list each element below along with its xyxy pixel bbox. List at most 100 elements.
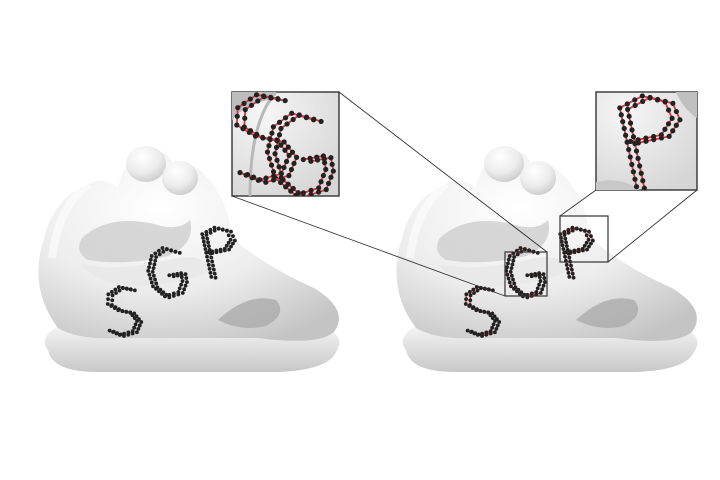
sample-point	[635, 140, 641, 146]
sample-point	[263, 175, 269, 181]
sample-point	[564, 244, 569, 248]
sample-point	[494, 317, 499, 322]
sample-point	[149, 280, 154, 285]
point-letters-left	[105, 225, 237, 338]
sample-point	[469, 329, 474, 334]
sample-point	[468, 293, 473, 298]
sample-point	[268, 95, 274, 101]
sample-point	[567, 274, 572, 279]
sample-point	[208, 227, 213, 232]
sample-point	[515, 252, 520, 257]
sample-point	[475, 288, 480, 293]
sample-point	[662, 98, 668, 104]
sample-point	[136, 317, 141, 322]
sample-point	[241, 100, 247, 106]
sample-point	[157, 252, 162, 257]
sample-point	[226, 233, 231, 238]
sample-point	[561, 247, 566, 251]
sample-point	[308, 187, 314, 193]
sample-point	[578, 227, 583, 232]
sample-point	[475, 307, 479, 312]
sample-point	[146, 268, 151, 273]
sample-point	[587, 229, 591, 234]
sample-point	[543, 280, 547, 284]
sample-point	[525, 273, 530, 278]
sample-point	[562, 233, 567, 237]
sample-point	[229, 244, 233, 249]
sample-point	[132, 288, 137, 293]
sample-point	[506, 276, 511, 281]
sample-point	[203, 247, 208, 251]
sample-point	[670, 128, 676, 134]
sample-point	[171, 274, 176, 279]
sample-point	[281, 139, 287, 145]
sample-point	[318, 118, 324, 125]
sample-point	[571, 275, 576, 280]
sample-point	[639, 93, 645, 99]
sample-point	[472, 291, 476, 295]
sample-point	[629, 127, 635, 133]
sample-point	[620, 119, 626, 125]
sample-point	[673, 122, 679, 128]
sample-point	[134, 330, 139, 335]
sample-point	[640, 98, 646, 105]
sample-point	[587, 244, 591, 249]
sample-point	[655, 96, 661, 103]
sample-point	[155, 285, 160, 290]
sample-point	[300, 190, 307, 196]
sample-point	[237, 170, 243, 176]
inset-p	[595, 91, 698, 191]
sample-point	[582, 243, 587, 248]
sample-point	[529, 274, 534, 279]
sample-point	[630, 134, 637, 140]
panel-left	[38, 146, 339, 372]
sample-point	[222, 248, 227, 253]
sample-point	[153, 251, 158, 256]
sample-point	[523, 247, 527, 251]
sample-point	[328, 174, 334, 180]
sample-point	[283, 158, 290, 165]
sample-point	[129, 287, 133, 292]
sample-point	[321, 160, 328, 166]
sample-point	[627, 120, 634, 126]
sample-point	[177, 286, 182, 291]
sample-point	[512, 255, 517, 259]
sample-point	[122, 334, 126, 338]
sample-point	[643, 138, 649, 144]
sample-point	[125, 286, 129, 291]
sample-point	[563, 236, 568, 241]
sample-point	[117, 288, 122, 293]
sample-point	[580, 248, 585, 253]
sample-point	[185, 280, 189, 284]
sample-point	[281, 164, 287, 171]
sample-point	[231, 241, 235, 246]
sample-point	[511, 258, 516, 263]
sample-point	[488, 331, 493, 336]
sample-point	[318, 179, 324, 185]
sample-point	[565, 247, 570, 252]
sample-point	[586, 237, 591, 242]
sample-point	[167, 295, 172, 300]
sample-point	[149, 254, 154, 258]
sample-point	[232, 238, 237, 243]
sample-point	[130, 331, 135, 336]
sample-point	[124, 310, 129, 314]
sample-point	[207, 266, 212, 271]
sample-point	[512, 281, 517, 286]
sample-point	[541, 272, 546, 277]
sample-point	[158, 287, 163, 292]
sample-point	[183, 283, 188, 288]
sample-point	[584, 233, 589, 238]
sample-point	[164, 292, 169, 297]
sample-point	[229, 229, 233, 234]
sample-point	[506, 261, 510, 266]
sample-point	[518, 246, 523, 250]
sample-point	[288, 166, 295, 173]
sample-point	[153, 258, 158, 263]
sample-point	[283, 115, 289, 121]
inset-g	[231, 91, 340, 197]
sample-point	[212, 228, 217, 233]
sample-point	[110, 298, 115, 303]
sample-point	[480, 334, 484, 338]
